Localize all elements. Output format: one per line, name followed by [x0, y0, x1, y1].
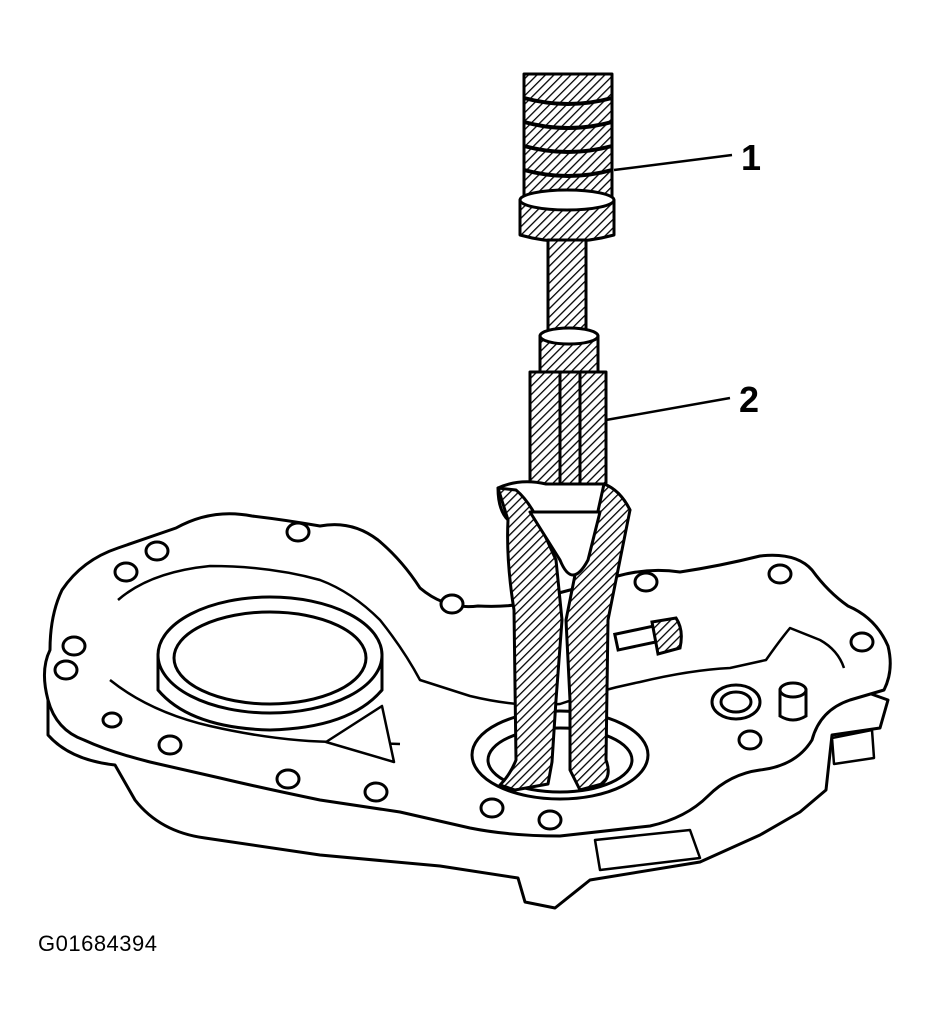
- case-flange-outline: [43, 512, 892, 838]
- seal-bore: [470, 709, 650, 801]
- case-triangular-web: [324, 704, 396, 764]
- figure-id: G01684394: [38, 931, 158, 956]
- side-bolt: [612, 616, 683, 656]
- case-inner-lower-edge: [109, 679, 401, 746]
- bearing-bore: [156, 595, 384, 732]
- leader-line-2: [605, 396, 731, 422]
- puller-left-jaw: [496, 486, 564, 792]
- case-inner-rim: [117, 564, 846, 707]
- callout-2-number: 2: [739, 379, 760, 420]
- case-bottom-tab: [593, 828, 702, 872]
- puller-body: [528, 370, 608, 492]
- leader-line-1: [613, 153, 733, 172]
- case-side-slot: [830, 728, 876, 766]
- case-plate: [43, 512, 892, 910]
- slide-hammer: [518, 72, 616, 334]
- puller: [496, 326, 632, 792]
- callout-1-number: 1: [741, 137, 762, 178]
- slide-hammer-shaft: [546, 238, 588, 334]
- dowel-pin: [710, 681, 808, 722]
- bolt-holes: [53, 521, 875, 831]
- leader-lines: [605, 153, 733, 422]
